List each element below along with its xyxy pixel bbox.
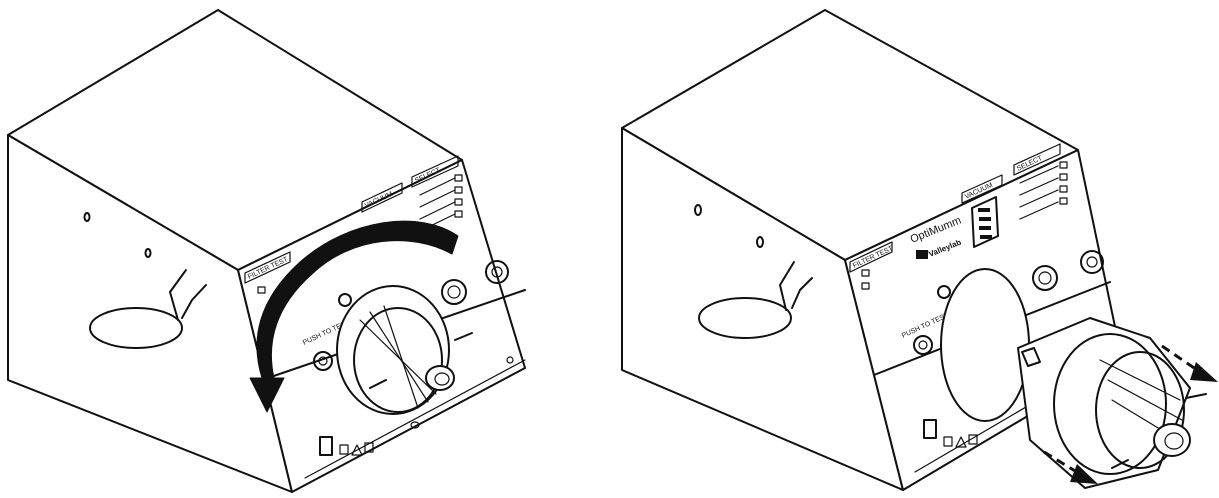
left-warning-icons xyxy=(339,442,374,456)
left-canister-outlet xyxy=(425,365,455,391)
right-vacuum-gauge xyxy=(971,196,999,248)
left-filter-indicator xyxy=(257,286,266,294)
left-unit: FILTER TEST VACUUM SELECT PUSH TO T xyxy=(7,9,526,493)
right-canister-outlet xyxy=(1153,423,1191,457)
left-knob[interactable] xyxy=(441,279,467,305)
left-power-switch[interactable] xyxy=(319,436,333,456)
left-small-port xyxy=(410,421,420,429)
left-filter-test-box xyxy=(244,251,291,284)
right-side-hole xyxy=(694,204,702,216)
right-knob[interactable] xyxy=(1080,250,1104,274)
right-side-hole xyxy=(756,236,764,248)
right-filter-indicator xyxy=(861,282,870,290)
left-rotate-arrow xyxy=(249,220,459,413)
right-filter-canister xyxy=(1017,317,1207,489)
left-small-port xyxy=(506,356,514,364)
right-warning-icons xyxy=(943,434,978,448)
left-filter-canister xyxy=(336,285,473,415)
right-select-options xyxy=(1019,161,1068,220)
right-logo-block xyxy=(916,250,928,259)
right-unit: FILTER TEST OptiMumm Valleylab VACUUM SE… xyxy=(621,9,1218,491)
left-push-to-test-button[interactable] xyxy=(313,351,333,371)
right-push-to-test-button[interactable] xyxy=(913,335,933,355)
left-vacuum-box xyxy=(361,182,403,213)
right-vacuum-box xyxy=(961,174,1003,204)
left-select-box xyxy=(411,155,459,188)
right-knob[interactable] xyxy=(1032,265,1058,291)
left-front-base-line xyxy=(304,359,526,479)
right-pull-arrow-lower xyxy=(1043,450,1098,484)
right-filter-indicator xyxy=(861,269,870,277)
left-cable-hanger xyxy=(89,269,207,349)
left-side-hole xyxy=(83,212,91,222)
right-select-box xyxy=(1013,143,1061,176)
left-knob[interactable] xyxy=(485,260,509,284)
right-cable-hanger xyxy=(698,261,813,339)
right-filter-test-box xyxy=(849,241,893,273)
right-power-switch[interactable] xyxy=(923,419,937,439)
right-pull-arrow-upper xyxy=(1161,344,1218,382)
left-side-hole xyxy=(144,248,152,258)
